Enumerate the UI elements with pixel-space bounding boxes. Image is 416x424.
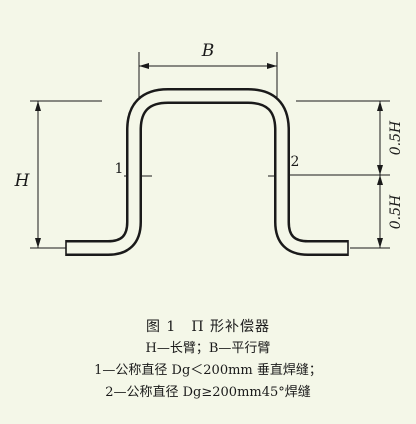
- b-arrow-right: [267, 63, 277, 69]
- caption-note-1: 1—公称直径 Dg＜200mm 垂直焊缝；: [94, 363, 322, 378]
- half-arrow-bottom: [377, 238, 383, 248]
- weld-2-label: 2: [291, 154, 300, 170]
- pi-pipe: [65, 88, 349, 256]
- h-arrow-bottom: [35, 238, 41, 248]
- half-arrow-mid-up: [377, 165, 383, 175]
- pi-compensator-diagram: B H 0.5H 0.5H 1 2: [14, 41, 404, 256]
- b-arrow-left: [139, 63, 149, 69]
- caption-title: 图 1 Π 形补偿器: [145, 319, 271, 335]
- half-arrow-top: [377, 101, 383, 111]
- h-dimension-label: H: [14, 171, 31, 191]
- half-top-label: 0.5H: [388, 120, 404, 155]
- half-bottom-label: 0.5H: [388, 194, 404, 229]
- figure-caption: 图 1 Π 形补偿器 H—长臂；B—平行臂 1—公称直径 Dg＜200mm 垂直…: [0, 316, 416, 404]
- half-arrow-mid-down: [377, 175, 383, 185]
- caption-note-2: 2—公称直径 Dg≥200mm45°焊缝: [105, 385, 311, 400]
- caption-legend: H—长臂；B—平行臂: [145, 341, 271, 356]
- weld-1-label: 1: [115, 161, 124, 177]
- h-arrow-top: [35, 101, 41, 111]
- b-dimension-label: B: [201, 41, 215, 61]
